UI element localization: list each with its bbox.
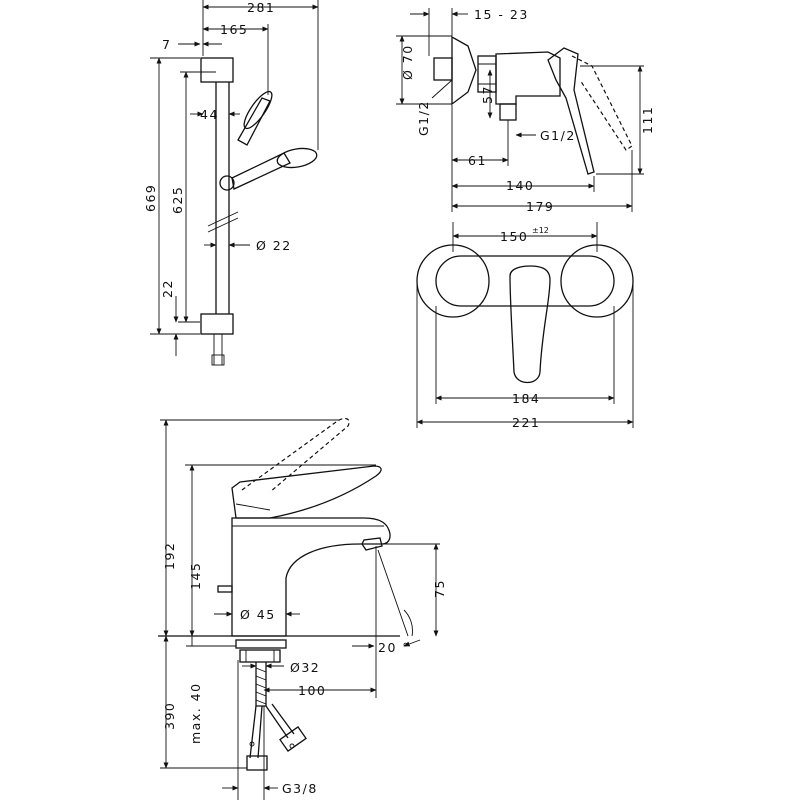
basin-popup-rod: [217, 585, 233, 593]
basin-body: [231, 517, 391, 637]
dim-front-184: 184: [512, 391, 540, 406]
dim-height-111: 111: [640, 106, 655, 134]
basin-hose-right: [265, 703, 295, 739]
dim-rail-22: 22: [160, 279, 175, 298]
dim-basin-hole: Ø32: [290, 660, 320, 675]
dim-thread-right: G1/2: [540, 128, 576, 143]
dim-rail-44: 44: [200, 107, 219, 122]
dim-basin-diameter: Ø 45: [240, 607, 276, 622]
dim-depth-140: 140: [506, 178, 534, 193]
dim-basin-max40: max. 40: [188, 682, 203, 744]
dim-front-150: 150: [500, 229, 528, 244]
hand-shower-head: [276, 147, 318, 169]
dim-basin-100: 100: [298, 683, 326, 698]
dim-basin-75: 75: [432, 579, 447, 598]
dim-rail-diameter: Ø 22: [256, 238, 292, 253]
basin-mixer-drawing: 192 145 75 Ø 45 20 ° Ø32 100 390 max. 40…: [158, 417, 447, 800]
dim-thread-left: G1/2: [416, 100, 431, 136]
dim-basin-192: 192: [162, 542, 177, 570]
shower-rail-drawing: 281 165 7 44 669 625 22 Ø 22: [143, 0, 319, 366]
mixer-lever: [547, 47, 595, 175]
shower-mixer-front-drawing: 150 ±12 184 221: [416, 222, 634, 430]
front-lever: [509, 265, 551, 384]
basin-hose-left: [249, 705, 263, 759]
dim-basin-angle: 20 °: [378, 640, 410, 655]
dim-rail-669: 669: [143, 184, 158, 212]
front-body: [435, 255, 615, 307]
dim-rail-165: 165: [220, 22, 248, 37]
basin-aerator: [361, 537, 383, 551]
dim-wall-range: 15 - 23: [474, 7, 529, 22]
dim-front-tolerance: ±12: [532, 226, 549, 235]
dim-depth-179: 179: [526, 199, 554, 214]
shower-mixer-side-drawing: 15 - 23 Ø 70 G1/2 57 G1/2 61 140 179 111: [396, 7, 655, 214]
rail-bottom-bracket: [200, 313, 234, 335]
dim-rail-625: 625: [170, 186, 185, 214]
dim-basin-390: 390: [162, 702, 177, 730]
hand-shower: [231, 152, 291, 190]
mixer-body: [495, 51, 561, 105]
dim-rail-7: 7: [162, 37, 171, 52]
dim-depth-61: 61: [468, 153, 487, 168]
rail-slider: [219, 175, 235, 191]
dim-center-height: 57: [480, 85, 495, 104]
mixer-rosette: [451, 35, 477, 106]
basin-lever: [231, 465, 382, 519]
dim-basin-connection: G3/8: [282, 781, 318, 796]
rail-top-bracket: [200, 57, 234, 83]
dim-front-221: 221: [512, 415, 540, 430]
mixer-outlet: [499, 103, 517, 121]
dim-rail-281: 281: [247, 0, 275, 15]
dim-basin-145: 145: [188, 562, 203, 590]
dim-rosette-diameter: Ø 70: [400, 44, 415, 80]
